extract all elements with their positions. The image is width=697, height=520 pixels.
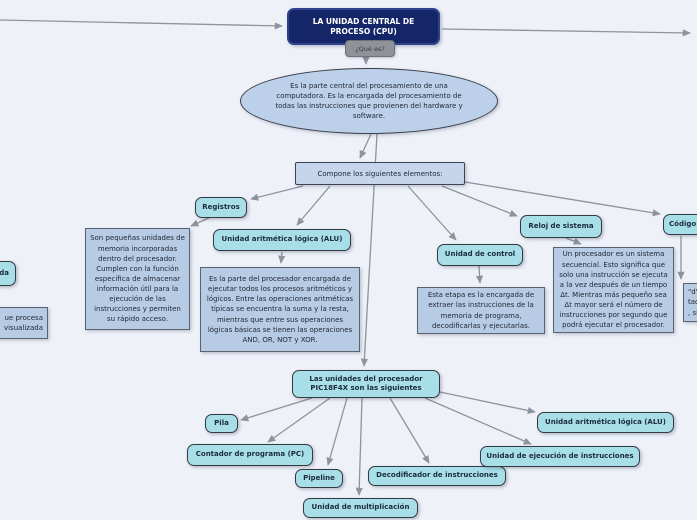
node-alu-pic[interactable]: Unidad aritmética lógica (ALU): [537, 412, 674, 433]
node-alu-desc[interactable]: Es la parte del procesador encargada de …: [200, 267, 360, 352]
node-codigo[interactable]: Código: [663, 214, 697, 235]
edge-compone-codigo: [464, 181, 661, 217]
edge-definition-compone: [359, 133, 372, 159]
edge-compone-registros: [250, 185, 304, 201]
node-unidad-multiplicacion-label: Unidad de multiplicación: [311, 503, 410, 512]
node-alu-desc-label: Es la parte del procesador encargada de …: [206, 275, 354, 344]
edge-compone-control: [407, 185, 457, 241]
node-unidad-ejecucion-label: Unidad de ejecución de instrucciones: [486, 451, 634, 460]
node-left-cut-concept[interactable]: da: [0, 261, 16, 286]
node-pipeline-label: Pipeline: [303, 473, 335, 482]
edge-reloj-desc: [565, 237, 582, 245]
codigo-desc-line: "d" d: [688, 288, 697, 297]
node-compone-label: Compone los siguientes elementos:: [317, 169, 443, 178]
edge-alu-desc: [278, 251, 286, 264]
edge-pic-multiplicacion: [355, 397, 363, 496]
node-codigo-label: Código: [669, 219, 697, 228]
left-desc-line: ue procesa: [4, 313, 43, 322]
edge-registros-desc: [190, 216, 212, 227]
node-compone[interactable]: Compone los siguientes elementos:: [295, 162, 465, 185]
edge-compone-alu: [296, 185, 331, 226]
codigo-desc-line: tado d: [688, 298, 697, 307]
node-unidad-control[interactable]: Unidad de control: [437, 244, 523, 266]
node-unidad-control-desc[interactable]: Esta etapa es la encargada de extraer la…: [417, 287, 545, 334]
node-pila-label: Pila: [214, 418, 229, 427]
node-alu[interactable]: Unidad aritmética lógica (ALU): [213, 229, 351, 251]
edge-outgoing-right: [441, 28, 691, 37]
node-cpu-title-label: LA UNIDAD CENTRAL DE PROCESO (CPU): [312, 16, 415, 36]
node-decodificador[interactable]: Decodificador de instrucciones: [368, 466, 506, 486]
node-left-cut-concept-label: da: [0, 268, 9, 277]
edge-pic-alu: [439, 391, 536, 415]
node-contador-programa-label: Contador de programa (PC): [195, 450, 305, 459]
node-codigo-desc-fragment[interactable]: "d" d tado d , si es: [683, 283, 697, 322]
node-registros[interactable]: Registros: [195, 197, 247, 218]
node-pipeline[interactable]: Pipeline: [295, 469, 343, 488]
node-reloj-sistema-desc[interactable]: Un procesador es un sistema secuencial. …: [553, 247, 674, 333]
node-pila[interactable]: Pila: [205, 414, 238, 433]
node-alu-pic-label: Unidad aritmética lógica (ALU): [545, 417, 666, 426]
node-registros-desc[interactable]: Son pequeñas unidades de memoria incorpo…: [85, 228, 190, 330]
edge-pic-pipeline: [326, 397, 348, 466]
node-pic18f4x-label: Las unidades del procesador PIC18F4X son…: [309, 374, 423, 392]
edge-incoming-left: [0, 19, 283, 30]
node-definition-label: Es la parte central del procesamiento de…: [275, 81, 463, 121]
edge-pic-contador: [267, 397, 331, 443]
node-unidad-multiplicacion[interactable]: Unidad de multiplicación: [303, 498, 418, 518]
node-reloj-sistema-label: Reloj de sistema: [528, 221, 594, 230]
node-pic18f4x[interactable]: Las unidades del procesador PIC18F4X son…: [292, 370, 440, 398]
node-unidad-control-desc-label: Esta etapa es la encargada de extraer la…: [427, 291, 535, 330]
node-definition-ellipse[interactable]: Es la parte central del procesamiento de…: [240, 68, 498, 134]
node-contador-programa[interactable]: Contador de programa (PC): [187, 444, 313, 466]
edge-pic-pila: [240, 397, 313, 422]
edge-pic-ejecucion: [424, 397, 532, 445]
node-decodificador-label: Decodificador de instrucciones: [376, 471, 498, 480]
edge-control-desc: [475, 265, 484, 284]
edge-pic-decodificador: [389, 397, 430, 464]
edge-compone-reloj: [441, 185, 518, 217]
node-que-es[interactable]: ¿Qué es?: [345, 40, 395, 57]
node-unidad-ejecucion[interactable]: Unidad de ejecución de instrucciones: [480, 446, 640, 467]
node-left-cut-desc[interactable]: ue procesa visualizada: [0, 307, 48, 339]
node-registros-label: Registros: [202, 202, 240, 211]
node-unidad-control-label: Unidad de control: [444, 250, 516, 259]
codigo-desc-line: , si es: [688, 308, 697, 317]
node-reloj-sistema-desc-label: Un procesador es un sistema secuencial. …: [559, 250, 668, 330]
edges-group: [0, 19, 691, 496]
node-alu-label: Unidad aritmética lógica (ALU): [221, 235, 343, 244]
node-registros-desc-label: Son pequeñas unidades de memoria incorpo…: [90, 234, 185, 324]
left-desc-line: visualizada: [3, 324, 43, 332]
node-cpu-title[interactable]: LA UNIDAD CENTRAL DE PROCESO (CPU): [287, 8, 440, 45]
node-reloj-sistema[interactable]: Reloj de sistema: [520, 215, 602, 238]
node-que-es-label: ¿Qué es?: [355, 44, 385, 53]
